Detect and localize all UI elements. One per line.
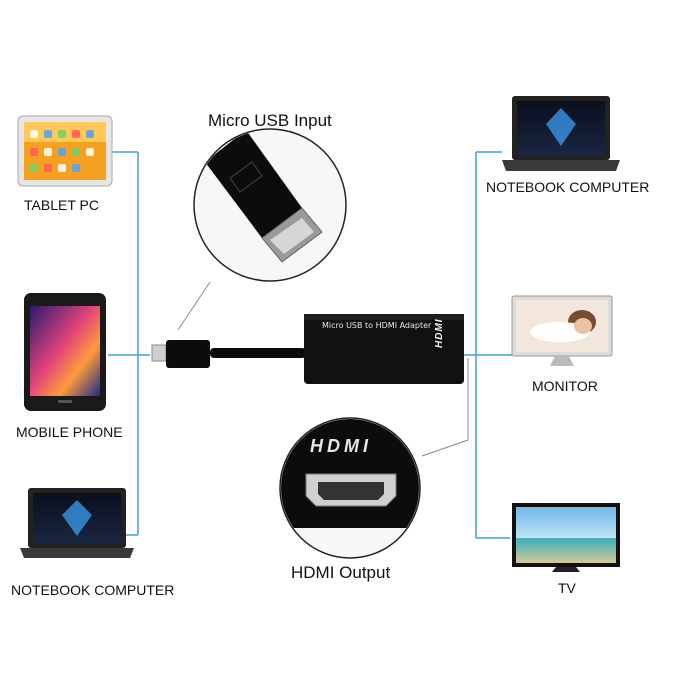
device-label-tablet-pc: TABLET PC	[24, 197, 99, 213]
tv-icon	[512, 503, 620, 572]
micro-usb-closeup	[193, 128, 347, 282]
hdmi-output-title: HDMI Output	[291, 563, 391, 582]
tablet-icon	[17, 115, 113, 187]
hdmi-closeup	[279, 417, 421, 559]
device-label-tv: TV	[558, 580, 576, 596]
right-connector-lines	[462, 151, 512, 539]
laptop-icon	[502, 96, 620, 171]
phone-icon	[24, 293, 106, 411]
monitor-icon	[511, 295, 613, 366]
device-label-notebook-right: NOTEBOOK COMPUTER	[486, 179, 650, 195]
laptop-icon	[20, 488, 134, 558]
closeup-hdmi-logo: HDMI	[310, 436, 372, 456]
micro-usb-input-title: Micro USB Input	[208, 111, 332, 130]
callout-lines	[177, 281, 469, 457]
device-label-mobile-phone: MOBILE PHONE	[16, 424, 123, 440]
device-label-monitor: MONITOR	[532, 378, 598, 394]
adapter-device	[151, 314, 464, 384]
adapter-label: Micro USB to HDMI Adapter	[322, 321, 432, 330]
device-label-notebook-left: NOTEBOOK COMPUTER	[11, 582, 175, 598]
left-connector-lines	[108, 151, 150, 536]
adapter-hdmi-logo: HDMI	[434, 318, 445, 348]
